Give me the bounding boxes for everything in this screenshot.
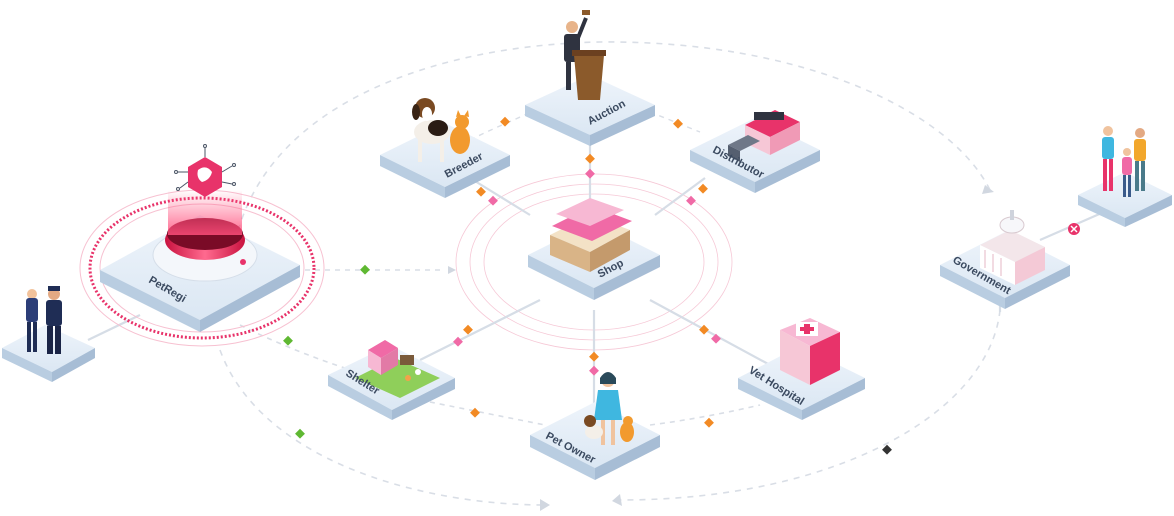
family-icon — [1102, 126, 1146, 197]
orbit-arrow-east — [982, 185, 994, 194]
shelter-petowner-link — [419, 399, 546, 426]
shop-node[interactable]: Shop — [528, 0, 660, 300]
shelter-node[interactable]: Shelter — [328, 340, 455, 420]
breeder-auction-link — [469, 111, 531, 141]
police-node — [2, 286, 95, 382]
hospital-building-icon — [780, 318, 840, 385]
warehouse-truck-icon — [728, 110, 800, 162]
family-node — [1078, 126, 1172, 227]
close-icon[interactable] — [1068, 223, 1080, 235]
shelter-house-icon — [355, 340, 440, 398]
dog-cat-icon — [412, 98, 470, 162]
petregi-shelter-link — [239, 324, 346, 369]
outer-orbit — [219, 41, 1001, 506]
petregi-logo-icon — [174, 144, 236, 197]
petregi-ring-red — [88, 196, 316, 340]
auctioneer-icon — [564, 10, 606, 100]
breeder-node[interactable]: Breeder — [380, 98, 510, 198]
flow-dots — [283, 116, 892, 455]
vet-hospital-node[interactable]: Vet Hospital — [738, 318, 865, 420]
distributor-node[interactable]: Distributor — [690, 110, 820, 193]
auction-node[interactable]: Auction — [525, 10, 655, 146]
orbit-arrow-southwest — [612, 494, 622, 506]
woman-with-pets-icon — [584, 372, 634, 445]
government-node[interactable]: Government — [940, 210, 1070, 309]
pet-owner-node[interactable]: Pet Owner — [530, 372, 660, 480]
capitol-building-icon — [980, 210, 1045, 285]
police-officers-icon — [26, 286, 62, 354]
petregi-node[interactable]: PetRegi — [79, 144, 325, 347]
storefront-icon — [550, 198, 632, 272]
orbit-arrow-south — [540, 499, 550, 511]
petregi-shop-link — [305, 266, 456, 274]
vet-petowner-link — [649, 404, 761, 426]
